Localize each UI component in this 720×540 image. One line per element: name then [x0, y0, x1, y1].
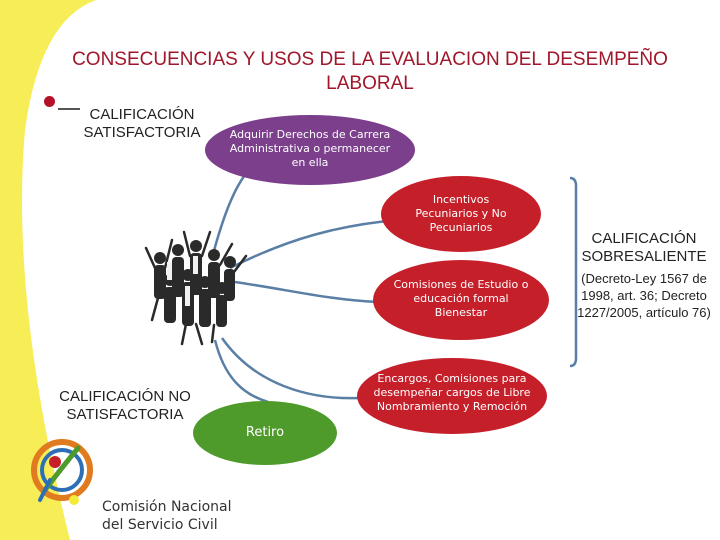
node-encargos — [357, 358, 547, 434]
bullet-icon — [44, 96, 55, 107]
label-sobresaliente: CALIFICACIÓN SOBRESALIENTE — [581, 230, 707, 265]
node-comisiones-label: Comisiones de Estudio o educación formal… — [393, 278, 529, 319]
node-incentivos — [381, 176, 541, 252]
node-retiro — [193, 401, 337, 465]
connector-comisiones — [234, 280, 379, 304]
connector-incentivos — [229, 218, 399, 270]
legal-reference: (Decreto-Ley 1567 de 1998, art. 36; Decr… — [577, 271, 711, 320]
bullet-line — [58, 108, 80, 110]
logo-text: Comisión Nacional del Servicio Civil — [102, 498, 232, 534]
logo-line-1: Comisión Nacional — [102, 499, 232, 515]
page-title: CONSECUENCIAS Y USOS DE LA EVALUACION DE… — [72, 49, 668, 94]
bracket-connector — [569, 176, 578, 368]
connector-retiro — [213, 339, 269, 404]
node-encargos-label: Encargos, Comisiones para desempeñar car… — [373, 372, 531, 413]
node-derechos-label: Adquirir Derechos de Carrera Administrat… — [229, 128, 391, 169]
node-retiro-label: Retiro — [245, 425, 285, 440]
connector-encargos — [220, 337, 361, 400]
node-incentivos-label: Incentivos Pecuniarios y No Pecuniarios — [415, 193, 507, 234]
people-group-illustration — [144, 230, 248, 346]
label-satisfactoria: CALIFICACIÓN SATISFACTORIA — [83, 106, 201, 141]
label-no-satisfactoria: CALIFICACIÓN NO SATISFACTORIA — [59, 388, 191, 423]
node-derechos — [205, 115, 415, 185]
cnsc-logo-icon — [31, 439, 93, 505]
logo-line-2: del Servicio Civil — [102, 517, 218, 533]
node-comisiones — [373, 260, 549, 340]
